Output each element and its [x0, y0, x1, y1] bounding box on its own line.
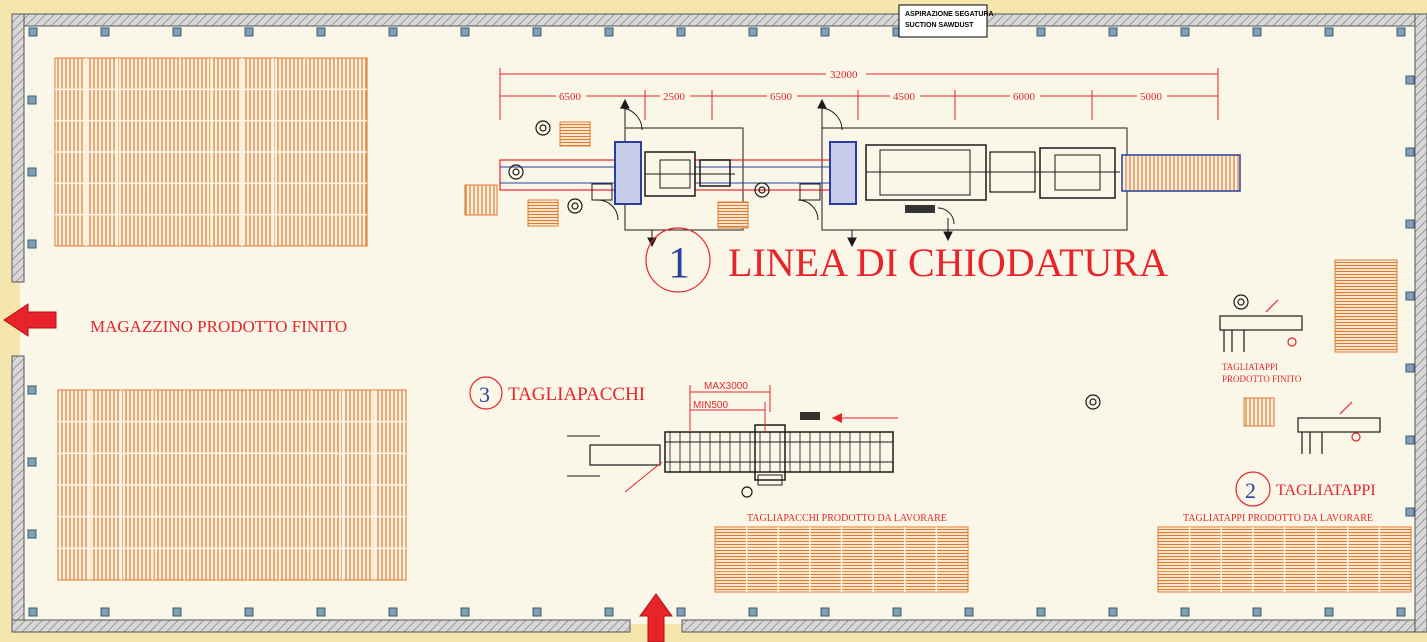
bundle-raw-pallets-grid	[715, 527, 968, 592]
stub-small-pallet	[1243, 397, 1275, 427]
column-icon	[27, 239, 37, 249]
column-icon	[676, 27, 686, 37]
column-icon	[27, 385, 37, 395]
arrow-left-icon	[3, 303, 57, 337]
bundle-raw-label: TAGLIAPACCHI PRODOTTO DA LAVORARE	[747, 513, 947, 524]
robot-operator-icon	[508, 120, 1249, 498]
column-icon	[1405, 363, 1415, 373]
column-icon	[1396, 27, 1406, 37]
area-3-title: TAGLIAPACCHI	[508, 384, 645, 405]
suction-label-1: ASPIRAZIONE SEGATURA	[905, 11, 994, 18]
column-icon	[28, 27, 38, 37]
column-icon	[460, 27, 470, 37]
warehouse-pallets-bottom-grid	[58, 390, 406, 580]
bundle-cutter-machinery	[567, 385, 898, 493]
stub-finished-label-1: TAGLIATAPPI	[1222, 362, 1278, 372]
column-icon	[532, 607, 542, 617]
column-icon	[1036, 27, 1046, 37]
column-icon	[27, 457, 37, 467]
column-icon	[1180, 607, 1190, 617]
column-icon	[244, 607, 254, 617]
column-icon	[1405, 147, 1415, 157]
column-icon	[1324, 607, 1334, 617]
column-icon	[316, 607, 326, 617]
warehouse-label: MAGAZZINO PRODOTTO FINITO	[90, 317, 347, 336]
column-icon	[27, 95, 37, 105]
column-icon	[1180, 27, 1190, 37]
column-icon	[676, 607, 686, 617]
column-icon	[1405, 435, 1415, 445]
area-2-badge: 2	[1235, 471, 1271, 507]
dim-seg-1: 6500	[559, 91, 582, 103]
column-icon	[964, 607, 974, 617]
column-icon	[244, 27, 254, 37]
column-icon	[820, 607, 830, 617]
warehouse-pallets-top-grid	[55, 58, 367, 246]
area-1-title: LINEA DI CHIODATURA	[728, 240, 1168, 285]
stub-finished-pallets	[1334, 259, 1398, 353]
column-icon	[748, 27, 758, 37]
column-icon	[1252, 607, 1262, 617]
arrow-up-icon	[639, 593, 673, 642]
area-3-badge: 3	[469, 376, 503, 410]
dimension-text: 32000 6500 2500 6500 4500 6000 5000	[556, 67, 1167, 103]
column-icon	[27, 529, 37, 539]
dim-seg-4: 4500	[893, 91, 916, 103]
column-icon	[1396, 607, 1406, 617]
column-icon	[1108, 27, 1118, 37]
column-icon	[1036, 607, 1046, 617]
column-icon	[388, 607, 398, 617]
column-icon	[820, 27, 830, 37]
structural-columns	[27, 27, 1415, 617]
column-icon	[892, 607, 902, 617]
max-label: MAX3000	[704, 381, 748, 392]
column-icon	[1324, 27, 1334, 37]
column-icon	[1405, 75, 1415, 85]
nailing-line-machinery	[464, 98, 1241, 248]
stub-raw-pallets-grid	[1158, 527, 1411, 592]
column-icon	[604, 27, 614, 37]
column-icon	[532, 27, 542, 37]
stub-raw-label: TAGLIATAPPI PRODOTTO DA LAVORARE	[1183, 513, 1373, 524]
suction-label-2: SUCTION SAWDUST	[905, 22, 974, 29]
column-icon	[100, 27, 110, 37]
area-1-number: 1	[668, 238, 690, 287]
dim-total: 32000	[830, 69, 858, 81]
column-icon	[748, 607, 758, 617]
column-icon	[172, 607, 182, 617]
column-icon	[28, 607, 38, 617]
area-1-badge: 1	[645, 227, 711, 293]
area-2-title: TAGLIATAPPI	[1276, 482, 1376, 499]
dim-seg-6: 5000	[1140, 91, 1163, 103]
column-icon	[100, 607, 110, 617]
column-icon	[1108, 607, 1118, 617]
area-3-number: 3	[479, 382, 490, 407]
column-icon	[172, 27, 182, 37]
stub-cutter-machinery	[1219, 299, 1381, 454]
column-icon	[1252, 27, 1262, 37]
area-2-number: 2	[1245, 478, 1256, 503]
column-icon	[460, 607, 470, 617]
column-icon	[1405, 219, 1415, 229]
min-label: MIN500	[693, 400, 728, 411]
column-icon	[316, 27, 326, 37]
dim-seg-2: 2500	[663, 91, 686, 103]
column-icon	[1405, 291, 1415, 301]
dim-seg-5: 6000	[1013, 91, 1036, 103]
column-icon	[1405, 507, 1415, 517]
column-icon	[27, 167, 37, 177]
building-walls	[11, 13, 1427, 633]
dim-seg-3: 6500	[770, 91, 793, 103]
suction-sawdust-box: ASPIRAZIONE SEGATURA SUCTION SAWDUST	[898, 4, 994, 38]
stub-finished-label-2: PRODOTTO FINITO	[1222, 374, 1302, 384]
column-icon	[604, 607, 614, 617]
column-icon	[388, 27, 398, 37]
